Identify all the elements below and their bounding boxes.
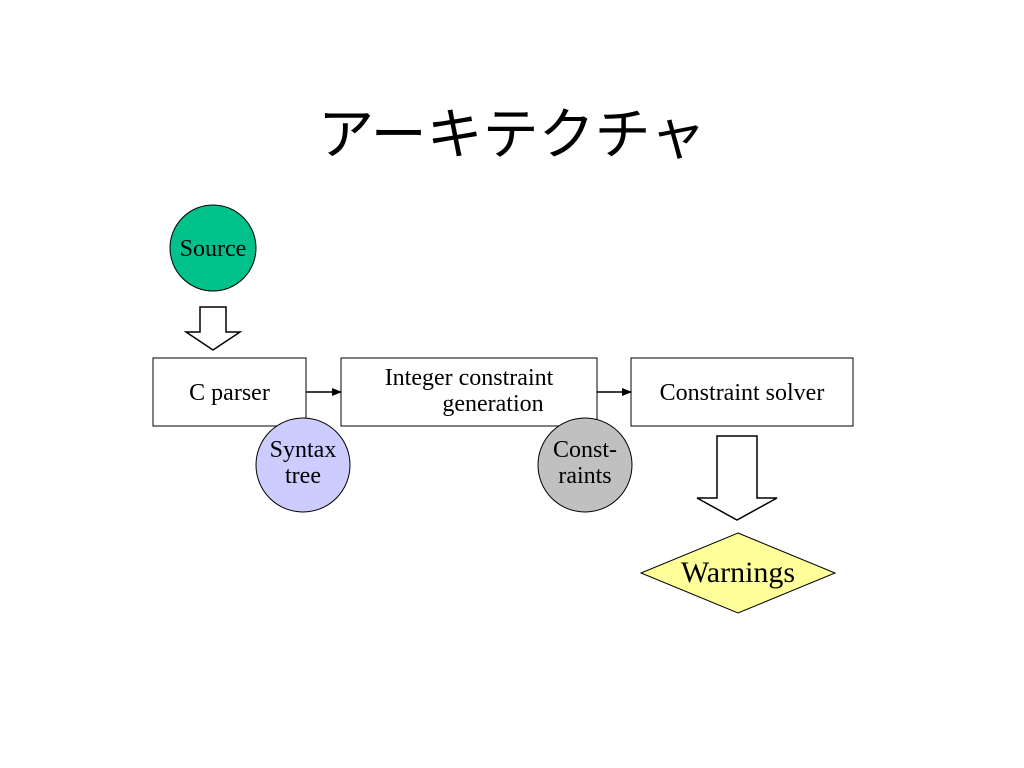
- warnings-label: Warnings: [680, 556, 796, 589]
- c-parser-label: C parser: [189, 380, 270, 406]
- syntax-tree-node: [255, 417, 351, 513]
- source-to-parser-arrow: [183, 306, 243, 351]
- slide-title: アーキテクチャ: [317, 103, 707, 168]
- c-parser-box: [152, 357, 307, 427]
- source-label: Source: [179, 236, 247, 262]
- warnings-node: [639, 532, 837, 614]
- integer-constraint-generation-label: Integer constraint generation: [384, 365, 554, 417]
- syntax-tree-label: Syntax tree: [269, 437, 337, 489]
- constraints-label: Const- raints: [552, 437, 617, 489]
- source-node: [169, 204, 257, 292]
- constraints-node: [537, 417, 633, 513]
- constraint-solver-label: Constraint solver: [659, 380, 825, 406]
- integer-constraint-generation-box: [340, 357, 598, 427]
- solver-to-warnings-arrow: [696, 435, 778, 521]
- constraint-solver-box: [630, 357, 854, 427]
